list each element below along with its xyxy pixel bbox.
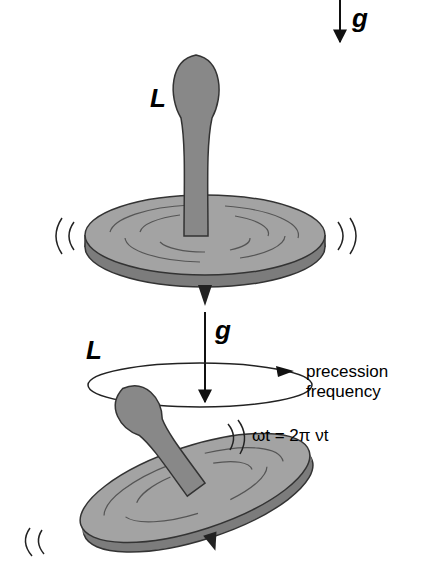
angular-momentum-symbol: L	[86, 336, 102, 366]
motion-lines	[25, 420, 244, 556]
gravity-arrow	[204, 312, 206, 402]
gravity-arrow	[339, 0, 341, 42]
upright-top	[56, 55, 356, 306]
angular-momentum-symbol: L	[150, 84, 166, 114]
frequency-formula: ωt = 2π νt	[252, 426, 329, 446]
precession-arrowhead	[276, 366, 294, 377]
gravity-symbol: g	[215, 316, 231, 346]
precession-note: precession frequency	[306, 362, 401, 401]
tilted-top	[43, 333, 330, 565]
gravity-symbol: g	[352, 4, 368, 34]
